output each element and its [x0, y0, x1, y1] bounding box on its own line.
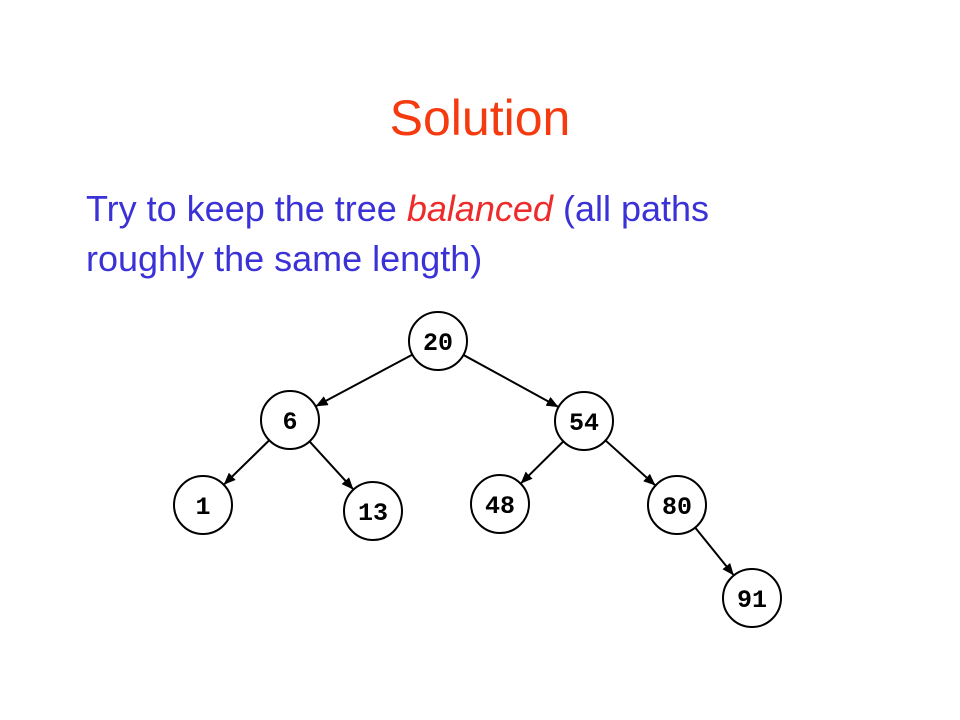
slide-subtitle: Try to keep the tree balanced (all paths…: [86, 184, 906, 284]
subtitle-text-start: Try to keep the tree: [86, 188, 407, 229]
tree-node-80: 80: [647, 475, 707, 535]
node-circle: [260, 390, 320, 450]
node-label: 80: [662, 493, 692, 522]
node-circle: [408, 311, 468, 371]
edge-n80-n91: [694, 526, 734, 576]
tree-node-54: 54: [554, 391, 614, 451]
node-label: 20: [423, 329, 453, 358]
node-circle: [470, 474, 530, 534]
tree-node-1: 1: [173, 475, 233, 535]
node-circle: [173, 475, 233, 535]
node-circle: [554, 391, 614, 451]
edge-n20-n54: [462, 354, 559, 408]
subtitle-text-line2: roughly the same length): [86, 238, 483, 279]
tree-node-13: 13: [343, 481, 403, 541]
edge-n20-n6: [315, 353, 413, 407]
node-circle: [343, 481, 403, 541]
tree-node-91: 91: [722, 568, 782, 628]
edge-n54-n48: [520, 440, 565, 484]
tree-node-6: 6: [260, 390, 320, 450]
tree-node-20: 20: [408, 311, 468, 371]
node-circle: [647, 475, 707, 535]
tree-nodes: 20 6 54 1 13 48 80 91: [173, 311, 782, 628]
slide-title: Solution: [389, 90, 571, 146]
node-label: 54: [569, 409, 599, 438]
node-label: 48: [485, 492, 515, 521]
subtitle-emphasis: balanced: [406, 188, 553, 229]
node-label: 1: [195, 493, 210, 522]
tree-node-48: 48: [470, 474, 530, 534]
subtitle-text-line1-end: (all paths: [552, 188, 710, 229]
node-label: 6: [282, 408, 297, 437]
node-circle: [722, 568, 782, 628]
edge-n6-n13: [308, 440, 354, 490]
tree-edges: [223, 353, 734, 576]
edge-n6-n1: [223, 439, 270, 485]
node-label: 91: [737, 586, 767, 615]
node-label: 13: [358, 499, 388, 528]
edge-n54-n80: [604, 439, 656, 486]
